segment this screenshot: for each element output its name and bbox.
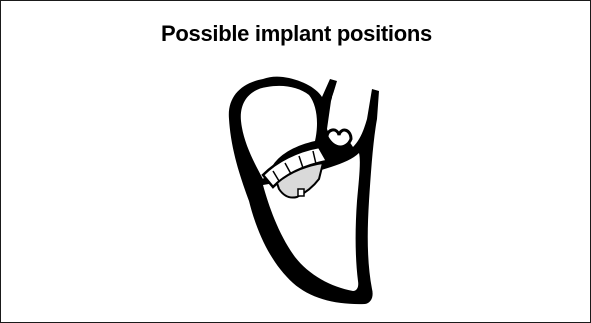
page-title: Possible implant positions	[1, 21, 591, 47]
heart-diagram	[211, 71, 391, 311]
implant-tab	[298, 189, 304, 196]
